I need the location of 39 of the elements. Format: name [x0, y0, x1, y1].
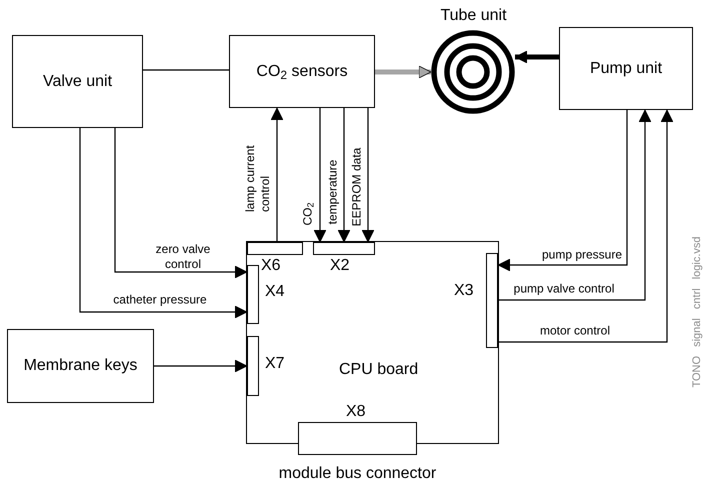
- connector-label: X3: [454, 283, 474, 299]
- edge-label: EEPROM data: [350, 148, 364, 226]
- arrow: [270, 108, 284, 242]
- arrow: [498, 110, 628, 272]
- unit-box: [12, 35, 143, 128]
- connector-label: X7: [265, 356, 285, 372]
- connector-label: X8: [346, 404, 366, 420]
- node-label: Tube unit: [439, 6, 508, 26]
- arrow: [314, 108, 326, 242]
- unit-box: [7, 329, 154, 403]
- unit-box: [229, 35, 375, 108]
- node-label: Membrane keys: [22, 356, 138, 376]
- node-label: CPU board: [339, 360, 418, 380]
- connector-label: X4: [265, 284, 285, 300]
- arrow: [154, 360, 248, 372]
- edge-label: temperature: [326, 160, 340, 224]
- connector-label: X2: [330, 258, 350, 274]
- arrow: [362, 108, 374, 242]
- edge-label: pump pressure: [542, 248, 622, 262]
- connector-caption: module bus connector: [278, 464, 436, 484]
- arrow: [114, 128, 248, 278]
- arrow: [79, 128, 248, 318]
- arrow: [498, 110, 652, 301]
- edge-label: motor control: [540, 324, 610, 338]
- board-box: [246, 241, 499, 444]
- node-label: Pump unit: [588, 58, 664, 78]
- edge-label: pump valve control: [514, 282, 614, 296]
- connector-label: X6: [261, 258, 281, 274]
- file-name-note: TONO signal cntrl logic.vsd: [690, 236, 704, 388]
- edge-label: catheter pressure: [113, 292, 207, 308]
- node-label: CO$_{2}$ sensors: [255, 62, 349, 82]
- node-label: Valve unit: [42, 72, 114, 92]
- edge-label: zero valve control: [154, 242, 212, 272]
- arrow: [514, 50, 559, 64]
- edge-label: lamp current control: [243, 144, 273, 212]
- unit-box: [559, 27, 693, 110]
- arrow: [498, 110, 674, 343]
- arrow: [375, 66, 432, 78]
- arrow: [338, 108, 350, 242]
